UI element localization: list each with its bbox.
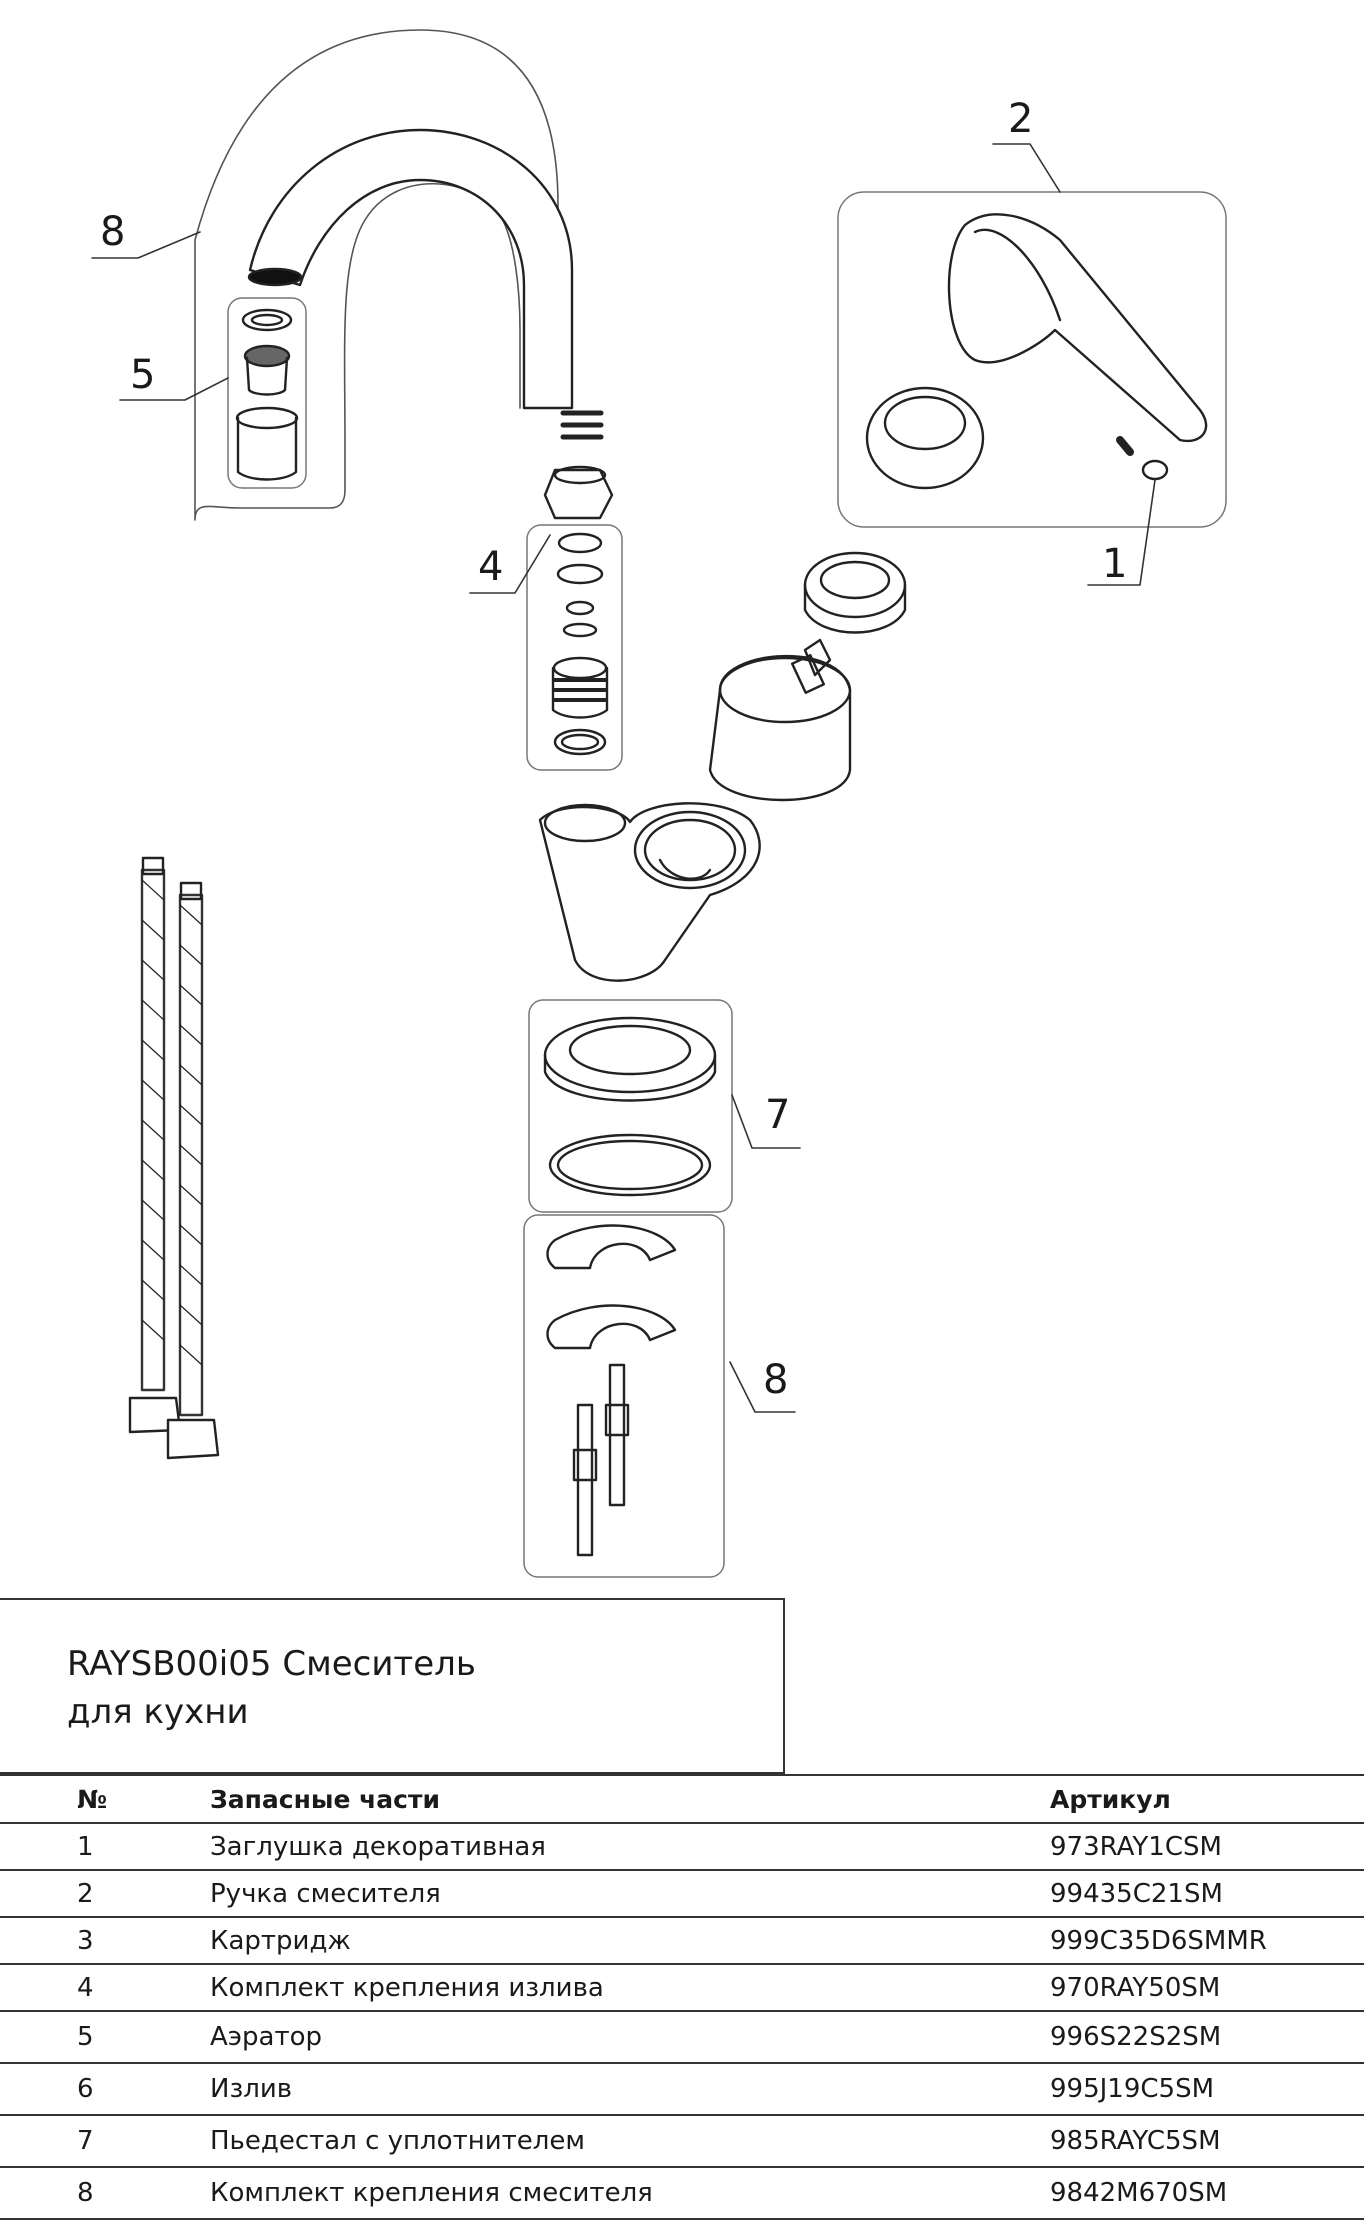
exploded-view-diagram: 2 8 5 4 1 7 8: [91, 29, 1227, 1578]
row-number: 2: [0, 1869, 210, 1918]
cartridge-part: [708, 551, 907, 802]
row-number: 1: [0, 1822, 210, 1871]
callout-6: 8: [100, 209, 125, 255]
table-row: 1 Заглушка декоративная 973RAY1CSM: [0, 1822, 1364, 1871]
spout-mounting-kit-part: [526, 465, 623, 771]
mixer-body-part: [538, 802, 761, 982]
row-number: 8: [0, 2166, 210, 2220]
row-number: 5: [0, 2010, 210, 2064]
row-part-name: Ручка смесителя: [210, 1869, 1050, 1918]
table-header-row: № Запасные части Артикул: [0, 1774, 1364, 1824]
row-part-name: Аэратор: [210, 2010, 1050, 2064]
table-row: 4 Комплект крепления излива 970RAY50SM: [0, 1963, 1364, 2012]
table-row: 5 Аэратор 996S22S2SM: [0, 2010, 1364, 2064]
callout-7: 7: [765, 1092, 790, 1138]
row-number: 4: [0, 1963, 210, 2012]
table-row: 2 Ручка смесителя 99435C21SM: [0, 1869, 1364, 1918]
row-article: 99435C21SM: [1050, 1869, 1364, 1918]
row-article: 970RAY50SM: [1050, 1963, 1364, 2012]
handle-part: [837, 191, 1227, 528]
row-part-name: Заглушка декоративная: [210, 1822, 1050, 1871]
row-article: 973RAY1CSM: [1050, 1822, 1364, 1871]
callout-5: 5: [130, 352, 155, 398]
flex-hoses-part: [128, 856, 220, 1460]
aerator-part: [227, 297, 307, 489]
callout-1: 1: [1102, 541, 1127, 587]
row-part-name: Комплект крепления излива: [210, 1963, 1050, 2012]
table-row: 3 Картридж 999C35D6SMMR: [0, 1916, 1364, 1965]
mounting-kit-part: [523, 1214, 725, 1578]
callout-4: 4: [478, 544, 503, 590]
row-article: 996S22S2SM: [1050, 2010, 1364, 2064]
row-number: 6: [0, 2062, 210, 2116]
title-line-1: RAYSB00i05 Смеситель: [67, 1644, 476, 1684]
callout-leaders: [91, 143, 1156, 1413]
row-part-name: Излив: [210, 2062, 1050, 2116]
callout-8: 8: [763, 1357, 788, 1403]
pedestal-part: [528, 999, 733, 1213]
document-title-box: RAYSB00i05 Смеситель для кухни: [0, 1598, 785, 1774]
row-number: 3: [0, 1916, 210, 1965]
row-article: 985RAYC5SM: [1050, 2114, 1364, 2168]
row-part-name: Пьедестал с уплотнителем: [210, 2114, 1050, 2168]
row-number: 7: [0, 2114, 210, 2168]
column-header-part-name: Запасные части: [210, 1774, 1050, 1824]
row-article: 9842M670SM: [1050, 2166, 1364, 2220]
title-line-2: для кухни: [67, 1692, 249, 1732]
table-row: 7 Пьедестал с уплотнителем 985RAYC5SM: [0, 2114, 1364, 2168]
row-article: 995J19C5SM: [1050, 2062, 1364, 2116]
row-part-name: Картридж: [210, 1916, 1050, 1965]
spout-part: [194, 29, 604, 521]
table-row: 6 Излив 995J19C5SM: [0, 2062, 1364, 2116]
document-title: RAYSB00i05 Смеситель для кухни: [67, 1640, 707, 1736]
column-header-number: №: [0, 1774, 210, 1824]
spare-parts-table: № Запасные части Артикул 1 Заглушка деко…: [0, 1774, 1364, 2220]
row-part-name: Комплект крепления смесителя: [210, 2166, 1050, 2220]
table-row: 8 Комплект крепления смесителя 9842M670S…: [0, 2166, 1364, 2220]
row-article: 999C35D6SMMR: [1050, 1916, 1364, 1965]
callout-2: 2: [1008, 96, 1033, 142]
column-header-article: Артикул: [1050, 1774, 1364, 1824]
